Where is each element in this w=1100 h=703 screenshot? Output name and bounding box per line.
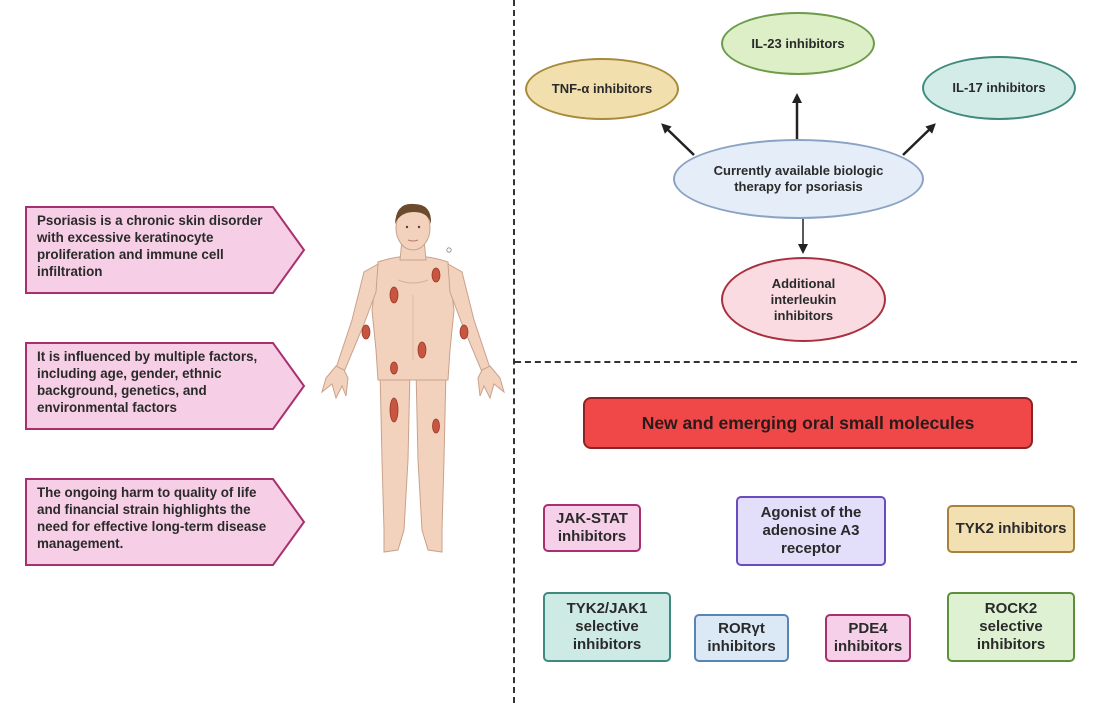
biologic-therapy-center-oval: Currently available biologic therapy for… [673,139,924,219]
tyk2-jak1-label: TYK2/JAK1 selective inhibitors [566,600,648,653]
small-molecules-banner: New and emerging oral small molecules [583,397,1033,449]
rock2-label: ROCK2 selective inhibitors [976,600,1046,653]
callout-shape [25,478,306,566]
tnf-alpha-label: TNF-α inhibitors [551,81,653,96]
rorgt-label: RORγt inhibitors [707,620,776,655]
tyk2-label: TYK2 inhibitors [955,520,1067,537]
pde4-label: PDE4 inhibitors [833,620,903,655]
additional-label: Additional interleukin inhibitors [770,275,837,323]
callout-shape [25,206,306,294]
human-body-illustration [321,203,505,553]
horizontal-divider [515,361,1077,363]
il23-inhibitors-oval: IL-23 inhibitors [721,12,875,75]
il17-label: IL-17 inhibitors [952,80,1046,95]
adenosine-a3-label: Agonist of the adenosine A3 receptor [760,504,862,557]
tyk2-inhibitors-box: TYK2 inhibitors [947,505,1075,553]
callout-burden: The ongoing harm to quality of life and … [25,478,306,566]
banner-label: New and emerging oral small molecules [641,412,975,433]
arrow-to-il17 [902,123,936,156]
rorgt-inhibitors-box: RORγt inhibitors [694,614,789,662]
callout-text: The ongoing harm to quality of life and … [37,485,267,551]
rock2-selective-box: ROCK2 selective inhibitors [947,592,1075,662]
pde4-inhibitors-box: PDE4 inhibitors [825,614,911,662]
callout-text: It is influenced by multiple factors, in… [37,349,258,415]
tyk2-jak1-selective-box: TYK2/JAK1 selective inhibitors [543,592,671,662]
callout-risk-factors: It is influenced by multiple factors, in… [25,342,306,430]
arrow-to-tnf [661,123,695,156]
additional-interleukin-oval: Additional interleukin inhibitors [721,257,886,342]
tnf-alpha-inhibitors-oval: TNF-α inhibitors [525,58,679,120]
center-label: Currently available biologic therapy for… [713,163,884,194]
callout-text: Psoriasis is a chronic skin disorder wit… [37,213,263,279]
vertical-divider [513,0,515,703]
callout-definition: Psoriasis is a chronic skin disorder wit… [25,206,306,294]
callout-shape [25,342,306,430]
il23-label: IL-23 inhibitors [751,35,845,51]
jak-stat-inhibitors-box: JAK-STAT inhibitors [543,504,641,552]
adenosine-a3-agonist-box: Agonist of the adenosine A3 receptor [736,496,886,566]
jak-stat-label: JAK-STAT inhibitors [556,510,628,545]
il17-inhibitors-oval: IL-17 inhibitors [922,56,1076,120]
